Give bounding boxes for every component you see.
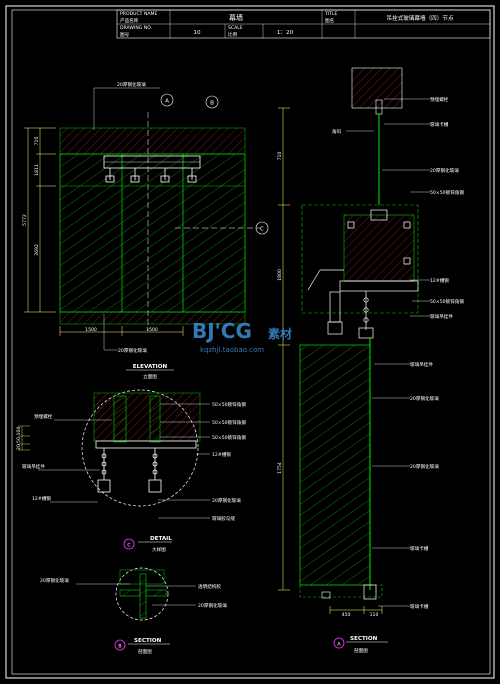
svg-text:B: B bbox=[118, 644, 121, 650]
section-b-label-right-1: 透明结构胶 bbox=[198, 583, 221, 590]
section-b-view: 20厚钢化玻璃 透明结构胶 20厚钢化玻璃 B SECTION 剖面图 bbox=[40, 567, 227, 655]
section-a-label-4: 20厚钢化玻璃 bbox=[430, 167, 459, 174]
section-a-label-13: 玻璃卡槽 bbox=[410, 603, 429, 610]
elevation-dims-vertical bbox=[24, 127, 56, 313]
section-a-view: 预埋螺栓 玻璃卡槽 角码 20厚钢化玻璃 50×50镀锌角钢 12#槽钢 50×… bbox=[277, 67, 464, 654]
detail-channel bbox=[95, 440, 197, 449]
section-a-label-2: 玻璃卡槽 bbox=[430, 121, 449, 128]
section-b-title-en: SECTION bbox=[134, 638, 162, 644]
watermark-logo: BJ'CG bbox=[192, 319, 252, 343]
drawing-no-cn: 图号 bbox=[120, 32, 130, 38]
detail-label-right-1: 50×50镀锌角钢 bbox=[212, 401, 246, 408]
elevation-hangers bbox=[105, 168, 197, 183]
section-a-label-7: 50×50镀锌角钢 bbox=[430, 298, 464, 305]
section-a-title-en: SECTION bbox=[350, 636, 378, 642]
detail-c-view: 预埋螺栓 玻璃吊挂件 12#槽钢 50×50镀锌角钢 50×50镀锌角钢 50×… bbox=[16, 389, 246, 553]
detail-label-right-2: 50×50镀锌角钢 bbox=[212, 419, 246, 426]
section-a-dim-h1: 450 bbox=[342, 612, 351, 618]
svg-text:A: A bbox=[165, 99, 169, 105]
section-b-glass bbox=[139, 573, 147, 619]
title-block: PRODUCT NAME 产品名称 幕墙 DRAWING NO. 图号 10 S… bbox=[116, 9, 491, 39]
section-a-label-10: 20厚钢化玻璃 bbox=[410, 395, 439, 402]
elevation-label-top: 20厚钢化玻璃 bbox=[117, 81, 146, 88]
section-a-label-5: 50×50镀锌角钢 bbox=[430, 189, 464, 196]
detail-label-right-6: 玻璃胶勾缝 bbox=[212, 515, 235, 522]
section-a-label-9: 玻璃吊挂件 bbox=[410, 361, 433, 368]
elevation-title-en: ELEVATION bbox=[133, 364, 168, 370]
elevation-view: A B C 20厚钢化玻璃 20厚钢化玻璃 5772 710 1811 3692 bbox=[22, 81, 269, 380]
section-a-dims-horizontal bbox=[329, 606, 383, 614]
watermark-url: kqzhjl.taobao.com bbox=[200, 346, 264, 354]
section-b-label-left: 20厚钢化玻璃 bbox=[40, 577, 69, 584]
elevation-dim-2: 1811 bbox=[34, 164, 40, 176]
section-a-lower-glass-panel bbox=[299, 344, 371, 586]
outer-frame bbox=[5, 5, 495, 679]
product-value: 幕墙 bbox=[229, 13, 243, 22]
section-a-label-11: 20厚钢化玻璃 bbox=[410, 463, 439, 470]
section-b-title-cn: 剖面图 bbox=[138, 648, 152, 655]
title-en: TITLE bbox=[324, 11, 338, 17]
svg-text:100: 100 bbox=[16, 427, 22, 436]
drawing-no-en: DRAWING NO. bbox=[120, 25, 152, 31]
svg-text:20: 20 bbox=[16, 444, 22, 450]
elevation-label-bottom: 20厚钢化玻璃 bbox=[118, 347, 147, 354]
section-a-beam-outline bbox=[301, 204, 419, 314]
detail-label-left-1: 预埋螺栓 bbox=[34, 413, 53, 420]
section-a-beam bbox=[343, 214, 415, 282]
section-a-dim-h2: 110 bbox=[370, 612, 379, 618]
detail-label-right-4: 12#槽钢 bbox=[212, 451, 231, 458]
elevation-dims-horizontal bbox=[59, 326, 184, 336]
detail-label-left-3: 12#槽钢 bbox=[32, 495, 51, 502]
svg-text:B: B bbox=[210, 101, 214, 107]
elevation-title-cn: 立面图 bbox=[143, 373, 157, 380]
section-b-label-right-2: 20厚钢化玻璃 bbox=[198, 602, 227, 609]
scale-en: SCALE bbox=[228, 25, 243, 31]
section-a-dim-1: 710 bbox=[277, 152, 283, 161]
detail-badge bbox=[123, 538, 135, 550]
elevation-callout-a bbox=[160, 93, 174, 107]
svg-text:50: 50 bbox=[16, 437, 22, 443]
detail-label-left-2: 玻璃吊挂件 bbox=[22, 463, 45, 470]
section-a-badge bbox=[333, 637, 345, 649]
section-a-dims-vertical bbox=[278, 107, 290, 591]
section-a-title-cn: 剖面图 bbox=[354, 647, 368, 654]
detail-label-right-5: 20厚钢化玻璃 bbox=[212, 497, 241, 504]
elevation-dim-w1: 1500 bbox=[85, 327, 97, 333]
svg-text:C: C bbox=[260, 227, 264, 233]
elevation-dim-total: 5772 bbox=[22, 214, 28, 226]
elevation-dim-w2: 1500 bbox=[146, 327, 158, 333]
section-b-badge bbox=[114, 639, 126, 651]
elevation-dim-1: 710 bbox=[34, 137, 40, 146]
detail-hangers bbox=[97, 448, 162, 493]
section-a-label-6: 12#槽钢 bbox=[430, 277, 449, 284]
svg-text:A: A bbox=[337, 642, 341, 648]
product-name-en: PRODUCT NAME bbox=[120, 11, 157, 17]
section-a-label-12: 玻璃卡槽 bbox=[410, 545, 429, 552]
title-cn: 图名 bbox=[325, 17, 334, 24]
section-a-top-slab bbox=[351, 67, 403, 109]
scale-cn: 比例 bbox=[228, 31, 238, 38]
elevation-glass bbox=[59, 153, 246, 313]
detail-title-cn: 大样图 bbox=[152, 546, 166, 553]
section-a-label-8: 玻璃吊挂件 bbox=[430, 313, 453, 320]
section-a-label-1: 预埋螺栓 bbox=[430, 96, 449, 103]
scale-value: 1：20 bbox=[277, 30, 294, 36]
section-a-dim-3: 1754 bbox=[277, 462, 283, 474]
section-a-dim-2: 1800 bbox=[277, 269, 283, 281]
title-value: 吊挂式玻璃幕墙（四）节点 bbox=[386, 14, 454, 22]
elevation-callout-b bbox=[205, 95, 219, 109]
detail-label-right-3: 50×50镀锌角钢 bbox=[212, 434, 246, 441]
section-a-label-3: 角码 bbox=[332, 128, 342, 135]
detail-title-en: DETAIL bbox=[150, 536, 172, 542]
watermark-logo-cn: 素材 bbox=[268, 326, 292, 341]
product-name-cn: 产品名称 bbox=[120, 17, 139, 24]
drawing-no-value: 10 bbox=[193, 30, 201, 36]
elevation-callout-c bbox=[255, 221, 269, 235]
elevation-beam bbox=[59, 127, 246, 155]
watermark: BJ'CG 素材 kqzhjl.taobao.com bbox=[192, 319, 292, 354]
svg-text:C: C bbox=[127, 543, 130, 549]
elevation-dim-3: 3692 bbox=[34, 244, 40, 256]
